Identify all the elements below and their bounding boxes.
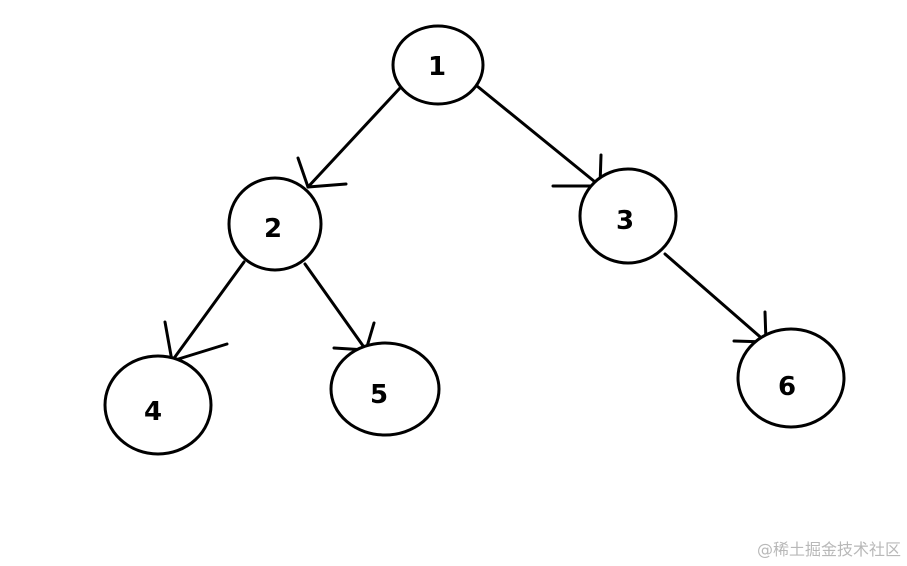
edge-2-5 [303,262,368,352]
node-label: 6 [778,372,796,402]
node-label: 4 [144,397,162,427]
edge-2-4 [170,260,246,363]
arrow-head-1-2 [296,156,348,189]
edge-1-2 [306,86,402,189]
node-circle [391,24,485,106]
node-circle [736,327,846,429]
node-label: 1 [428,52,446,82]
node-circle [227,176,323,272]
watermark-text: @稀土掘金技术社区 [756,540,901,559]
node-2: 2 [227,176,323,272]
node-circle [103,354,213,456]
node-label: 2 [264,214,282,244]
node-circle [329,341,441,437]
node-label: 5 [370,380,388,410]
edge-3-6 [663,252,768,344]
node-5: 5 [329,341,441,437]
node-label: 3 [616,206,634,236]
node-6: 6 [736,327,846,429]
node-3: 3 [578,167,678,265]
node-1: 1 [391,24,485,106]
node-4: 4 [103,354,213,456]
node-circle [578,167,678,265]
edge-1-3 [475,84,602,188]
